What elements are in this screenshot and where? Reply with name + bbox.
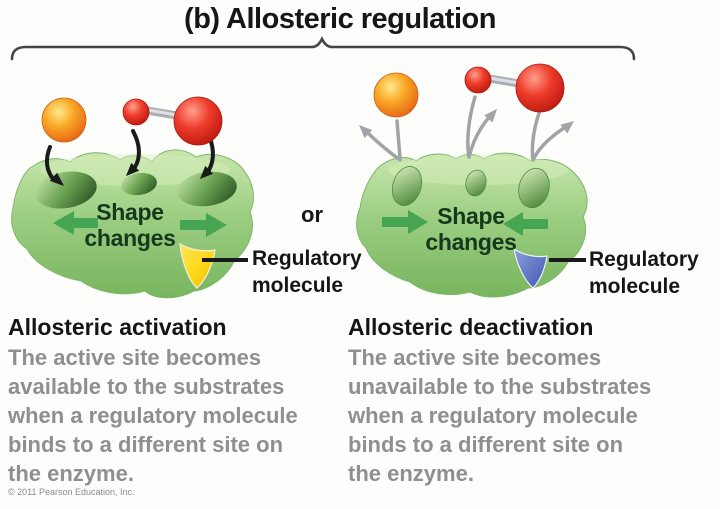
- red-substrate-small: [464, 66, 492, 94]
- red-substrate-large: [173, 96, 223, 146]
- description-line: The active site becomes: [348, 345, 602, 370]
- shape-changes-label-deactivation: Shape changes: [425, 203, 517, 255]
- description-line: binds to a different site on: [8, 432, 284, 457]
- closed-site-bump-left: [391, 166, 423, 206]
- description-line: binds to a different site on: [348, 432, 624, 457]
- description-line: when a regulatory molecule: [348, 403, 638, 428]
- activation-description: The active site becomes available to the…: [8, 343, 298, 488]
- substrate-arrow-1: [44, 145, 56, 182]
- red-substrate-small: [122, 98, 150, 126]
- description-line: the enzyme.: [348, 461, 474, 486]
- description-line: when a regulatory molecule: [8, 403, 298, 428]
- release-arrowhead-2-icon: [484, 109, 497, 123]
- red-substrate-large: [515, 63, 565, 113]
- release-arrowhead-1-icon: [359, 125, 373, 138]
- shape-change-arrow-left-icon: [382, 210, 428, 234]
- regulatory-molecule-blue: [513, 247, 548, 289]
- closed-site-bump-right: [518, 167, 550, 209]
- substrate-arrowhead-2-icon: [126, 162, 140, 176]
- shape-changes-label-activation: Shape changes: [84, 199, 176, 251]
- copyright-notice: © 2011 Pearson Education, Inc.: [8, 487, 135, 497]
- shape-change-arrow-left-icon: [53, 211, 98, 235]
- release-arrow-3: [530, 111, 569, 162]
- figure-title: (b) Allosteric regulation: [184, 3, 496, 35]
- orange-substrate-molecule: [41, 97, 87, 143]
- shape-change-arrow-right-icon: [180, 213, 227, 237]
- substrate-arrowhead-1-icon: [49, 172, 64, 186]
- description-line: available to the substrates: [8, 374, 285, 399]
- release-arrowhead-3-icon: [560, 121, 574, 134]
- description-line: The active site becomes: [8, 345, 262, 370]
- regulatory-molecule-label-activation: Regulatory molecule: [252, 247, 362, 297]
- regulatory-molecule-label-deactivation: Regulatory molecule: [589, 248, 699, 298]
- substrate-arrow-2: [131, 129, 141, 169]
- regulatory-molecule-yellow: [179, 242, 216, 289]
- active-site-crater-middle: [121, 172, 157, 196]
- deactivation-panel: [356, 63, 588, 298]
- substrate-arrowhead-3-icon: [200, 165, 214, 179]
- closed-site-bump-middle: [465, 169, 487, 197]
- or-label: or: [301, 202, 323, 227]
- shape-change-arrow-right-icon: [503, 212, 548, 236]
- orange-substrate-molecule: [373, 72, 419, 118]
- release-arrow-1: [366, 119, 402, 162]
- activation-panel: [11, 96, 254, 299]
- active-site-crater-right: [177, 171, 237, 207]
- description-line: unavailable to the substrates: [348, 374, 652, 399]
- group-bracket: [10, 36, 636, 61]
- deactivation-description: The active site becomes unavailable to t…: [348, 343, 651, 488]
- activation-heading: Allosteric activation: [8, 314, 227, 340]
- deactivation-heading: Allosteric deactivation: [348, 314, 594, 340]
- release-arrow-2: [466, 95, 493, 159]
- description-line: the enzyme.: [8, 461, 134, 486]
